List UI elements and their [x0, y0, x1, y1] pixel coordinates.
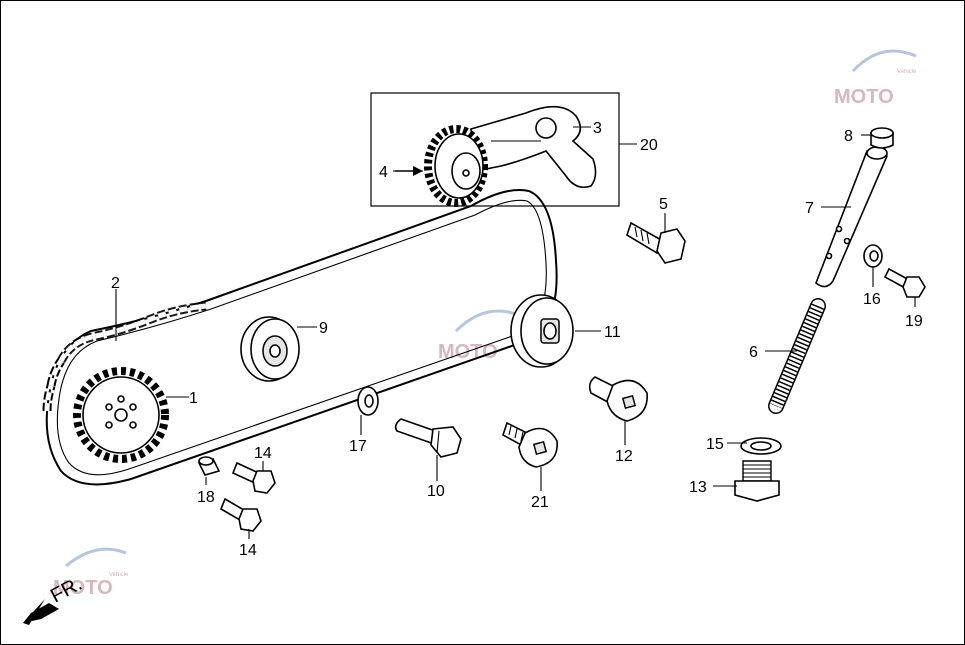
bolt-10 [394, 418, 462, 458]
watermark-tag-text: Vehicle [109, 572, 129, 578]
watermark-bottom-left: MOTO Vehicle [53, 547, 129, 599]
callout-11: 11 [604, 324, 621, 341]
callout-15: 15 [706, 436, 724, 453]
callout-3: 3 [593, 120, 602, 137]
plug-bolt-13 [734, 460, 780, 502]
callout-13: 13 [689, 479, 707, 496]
watermark-tag-text: Vehicle [897, 69, 917, 75]
cam-sprocket [424, 125, 488, 207]
bolt-14-upper [231, 461, 276, 494]
bolt-21 [502, 421, 558, 468]
leader-lines [115, 126, 916, 539]
callout-1: 1 [189, 390, 198, 407]
callout-10: 10 [427, 483, 445, 500]
front-direction-indicator: FR. [23, 573, 86, 625]
watermark-brand-text: MOTO [53, 577, 113, 599]
callout-8: 8 [844, 128, 853, 145]
bolt-12 [588, 376, 648, 422]
watermark-top-right: MOTO Vehicle [834, 49, 917, 108]
washer-16 [863, 244, 883, 268]
washer-15 [740, 437, 782, 455]
washer-17 [357, 386, 379, 416]
bolt-5 [626, 221, 686, 264]
callout-4: 4 [379, 164, 388, 181]
callout-16: 16 [863, 291, 881, 308]
callout-14-upper: 14 [254, 445, 272, 462]
callout-20: 20 [640, 137, 658, 154]
callout-19: 19 [905, 313, 923, 330]
callout-labels: 1 2 3 4 5 6 7 8 9 10 11 12 13 14 14 15 1… [111, 120, 923, 559]
tensioner-roller [510, 294, 574, 368]
pivot-pin [815, 146, 888, 288]
callout-18: 18 [197, 489, 215, 506]
crank-sprocket [73, 367, 169, 463]
callout-7: 7 [805, 200, 814, 217]
callout-21: 21 [531, 494, 549, 511]
callout-12: 12 [615, 448, 633, 465]
dowel-18 [197, 456, 221, 476]
callout-2: 2 [111, 275, 120, 292]
callout-6: 6 [749, 344, 758, 361]
chain-links [42, 301, 207, 412]
cam-chain [42, 189, 558, 486]
bolt-14-lower [220, 497, 262, 532]
bolt-19 [883, 267, 926, 298]
cap-8 [870, 127, 894, 149]
callout-5: 5 [659, 196, 668, 213]
guide-roller [240, 316, 300, 382]
watermark-brand-text: MOTO [834, 86, 894, 108]
callout-14-lower: 14 [239, 542, 257, 559]
tensioner-arm [470, 105, 597, 189]
callout-17: 17 [349, 438, 367, 455]
callout-9: 9 [319, 320, 328, 337]
tensioner-spring [768, 298, 826, 414]
